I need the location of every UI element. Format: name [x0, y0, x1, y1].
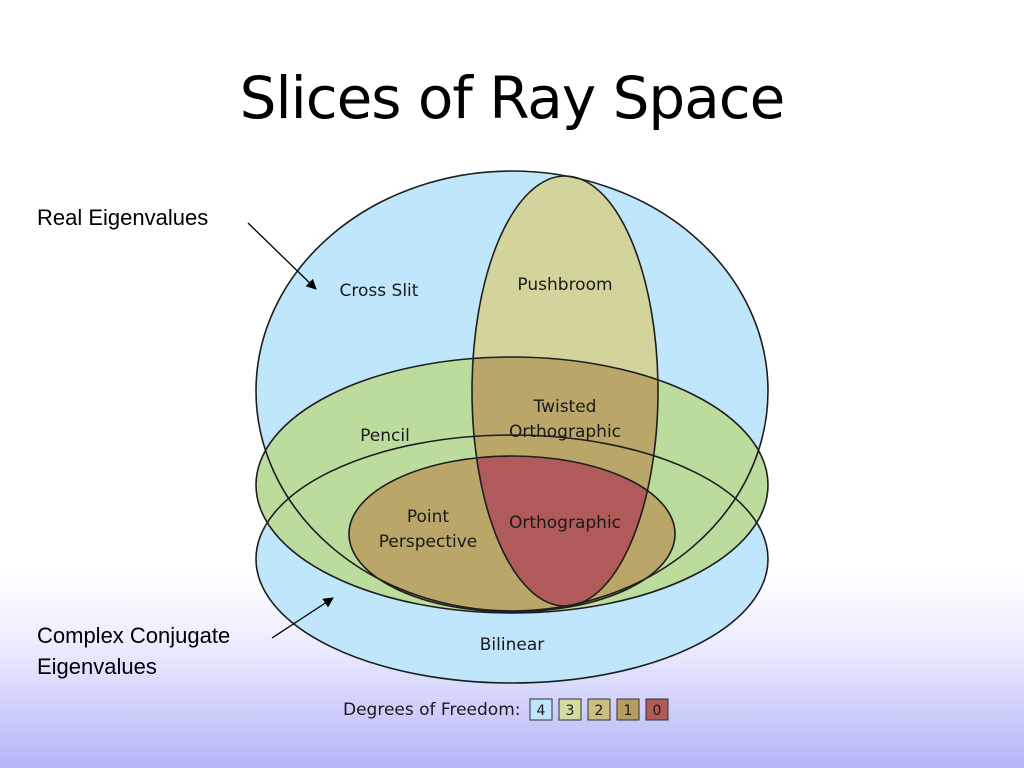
legend-swatch-value: 0	[653, 703, 662, 719]
annotation-complex-line-1: Complex Conjugate	[37, 623, 231, 648]
arrow-complex-eigenvalues	[271, 597, 334, 639]
legend-swatch-2: 2	[587, 698, 611, 721]
legend-swatches: 4 3 2 1 0	[529, 698, 669, 721]
page-title: Slices of Ray Space	[239, 64, 786, 132]
degrees-of-freedom-legend: Degrees of Freedom: 4 3 2 1 0	[343, 698, 669, 721]
label-point: Point	[407, 507, 450, 527]
legend-swatch-box	[587, 698, 611, 721]
annotation-real-eigenvalues-text: Real Eigenvalues	[37, 205, 209, 230]
orthographic-fill	[472, 456, 658, 606]
label-twisted: Twisted	[533, 397, 597, 417]
legend-swatch-value: 1	[624, 703, 633, 719]
label-pencil: Pencil	[360, 426, 410, 446]
outline-point	[348, 455, 676, 613]
orthographic-region	[472, 456, 658, 606]
legend-swatch-box	[645, 698, 669, 721]
annotation-complex-line-2: Eigenvalues	[37, 654, 157, 679]
label-twisted-orthographic: Orthographic	[509, 422, 621, 442]
label-cross-slit: Cross Slit	[340, 281, 419, 301]
legend-label: Degrees of Freedom:	[343, 700, 520, 720]
legend-swatch-3: 3	[558, 698, 582, 721]
outline-pushbroom	[471, 175, 659, 607]
label-pushbroom: Pushbroom	[517, 275, 612, 295]
label-bilinear: Bilinear	[480, 635, 544, 655]
diagram-outlines	[255, 170, 769, 684]
legend-swatch-4: 4	[529, 698, 553, 721]
legend-swatch-box	[529, 698, 553, 721]
annotation-complex-conjugate: Complex Conjugate Eigenvalues	[37, 620, 230, 682]
outline-pencil	[255, 356, 769, 614]
label-perspective: Perspective	[379, 532, 477, 552]
legend-swatch-value: 2	[595, 703, 604, 719]
legend-swatch-box	[616, 698, 640, 721]
legend-swatch-value: 3	[566, 703, 575, 719]
arrow-real-eigenvalues	[247, 222, 317, 290]
annotation-real-eigenvalues: Real Eigenvalues	[37, 202, 208, 233]
legend-swatch-1: 1	[616, 698, 640, 721]
legend-swatch-value: 4	[537, 703, 546, 719]
legend-swatch-0: 0	[645, 698, 669, 721]
outline-complex	[255, 434, 769, 684]
label-orthographic: Orthographic	[509, 513, 621, 533]
legend-swatch-box	[558, 698, 582, 721]
outline-real	[255, 170, 769, 612]
